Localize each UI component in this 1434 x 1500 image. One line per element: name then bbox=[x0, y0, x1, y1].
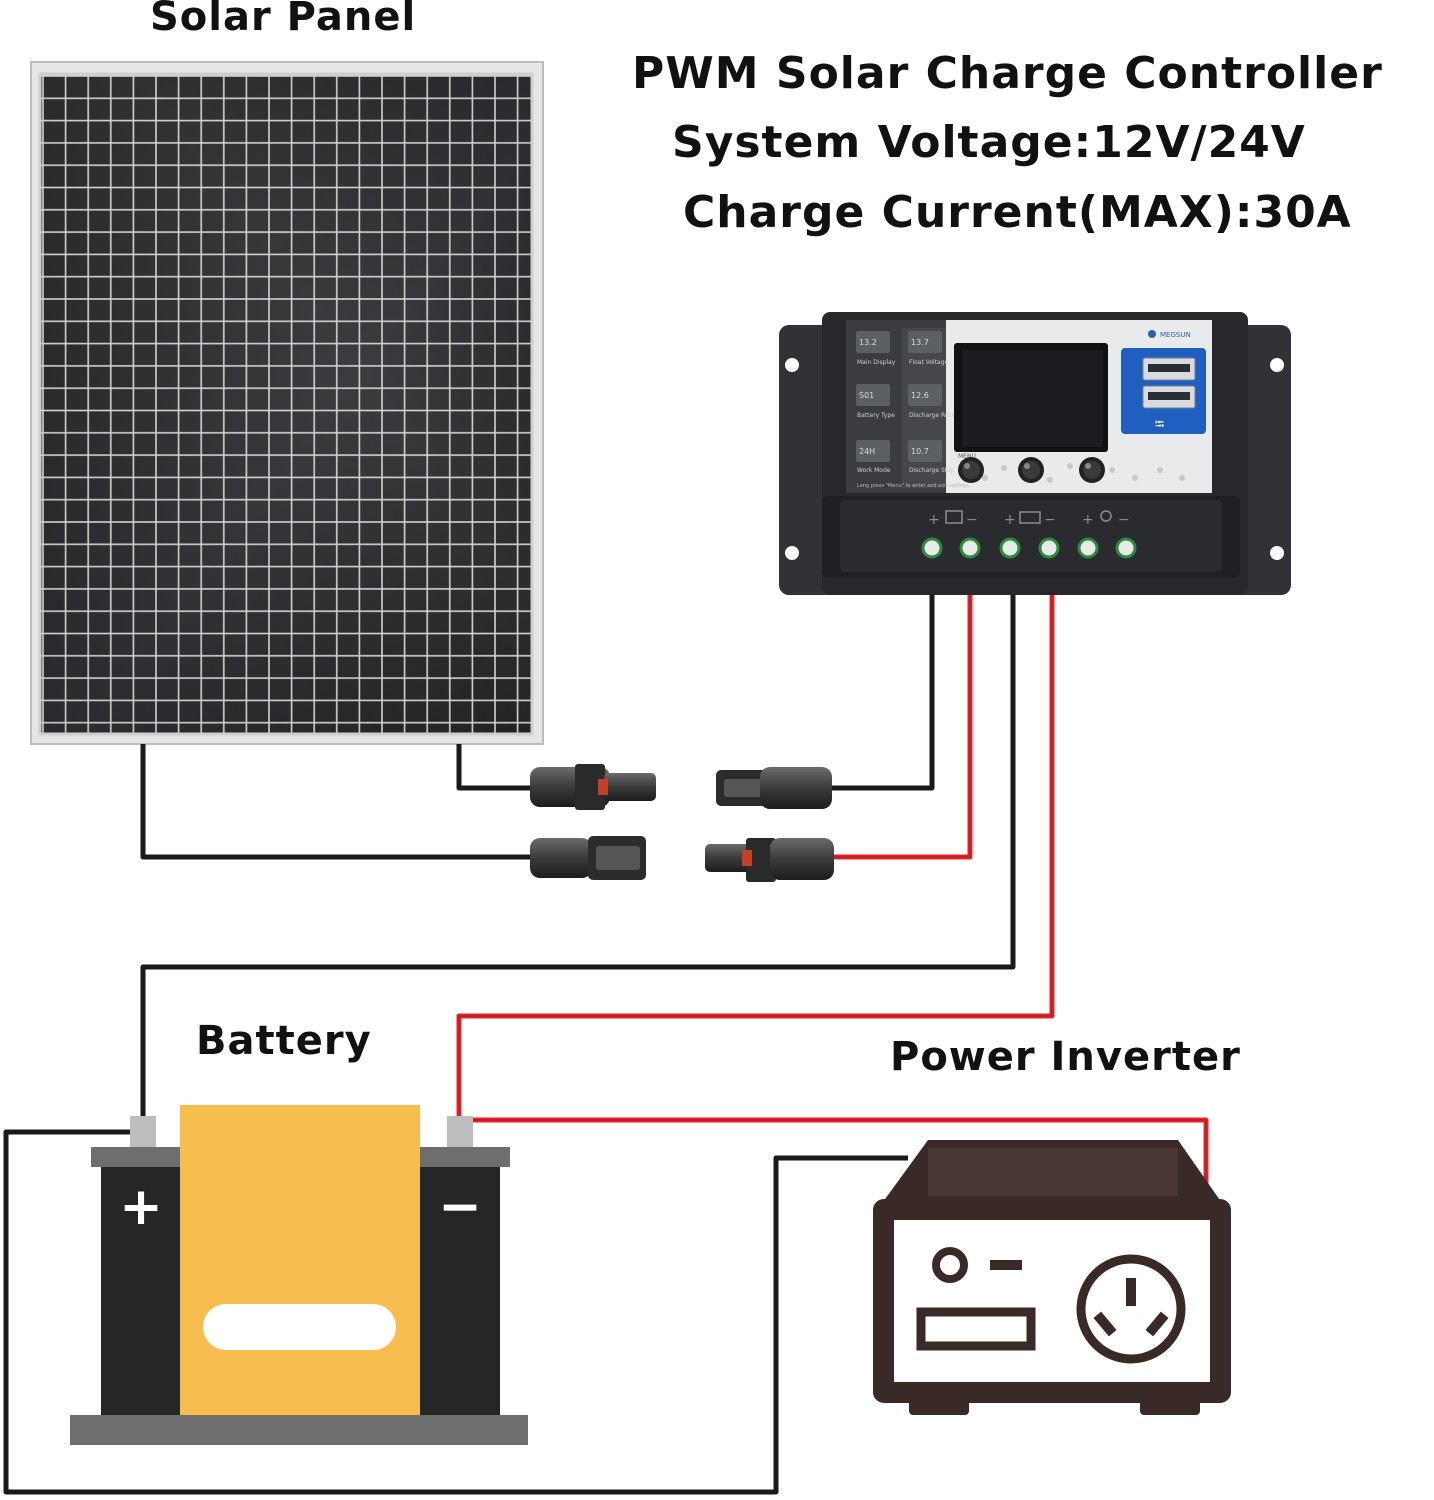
power-inverter-label: Power Inverter bbox=[890, 1034, 1241, 1080]
mount-hole-top-left bbox=[785, 358, 799, 372]
mode-name: Main Display bbox=[857, 359, 896, 366]
ac-outlet-icon bbox=[1076, 1254, 1186, 1364]
terminal-symbols bbox=[945, 510, 1112, 524]
svg-text:−: − bbox=[1118, 512, 1130, 528]
battery-symbol-icon bbox=[1019, 511, 1041, 524]
svg-text:+: + bbox=[1082, 512, 1094, 528]
inverter-handle-right bbox=[1176, 1140, 1224, 1206]
mc4-connector-controller-bottom bbox=[705, 838, 834, 882]
mount-hole-bottom-left bbox=[785, 546, 799, 560]
controller-title: PWM Solar Charge Controller bbox=[632, 48, 1383, 99]
mode-value: 12.6 bbox=[911, 391, 929, 400]
terminal-solar-positive bbox=[921, 537, 943, 559]
controller-solar-positive-wire bbox=[830, 548, 935, 791]
svg-text:−: − bbox=[1044, 512, 1056, 528]
charge-current-label: Charge Current(MAX):30A bbox=[683, 187, 1352, 238]
battery-label-panel bbox=[180, 1105, 420, 1415]
brand-logo-icon bbox=[1148, 330, 1156, 338]
charge-controller: 13.2 13.7 S01 12.6 24H 10.7 Main Display… bbox=[779, 312, 1291, 595]
lamp-symbol-icon bbox=[1100, 510, 1112, 522]
inverter-handle-left bbox=[880, 1140, 930, 1206]
mode-value: 13.2 bbox=[859, 338, 877, 347]
inverter-red-wire bbox=[470, 1117, 1209, 1185]
menu-hint: Long press "Menu" to enter and exit sett… bbox=[857, 483, 969, 489]
mount-hole-bottom-right bbox=[1270, 546, 1284, 560]
power-inverter bbox=[873, 1140, 1231, 1415]
usb-symbol-icon: ⭾ bbox=[1155, 417, 1164, 431]
inverter-foot-right bbox=[1140, 1395, 1200, 1415]
mode-name: Work Mode bbox=[857, 467, 891, 474]
controller-solar-negative-wire bbox=[830, 548, 973, 860]
battery-window bbox=[203, 1304, 396, 1350]
mode-value: 13.7 bbox=[911, 338, 929, 347]
battery-positive-wire bbox=[140, 548, 1016, 1120]
battery-terminal-positive bbox=[130, 1116, 156, 1148]
svg-text:+: + bbox=[928, 512, 940, 528]
battery-label: Battery bbox=[196, 1018, 372, 1064]
terminal-load-positive bbox=[1077, 537, 1099, 559]
mount-hole-top-right bbox=[1270, 358, 1284, 372]
svg-text:+: + bbox=[1004, 512, 1016, 528]
mode-name: Battery Type bbox=[857, 412, 895, 419]
terminal-solar-negative bbox=[959, 537, 981, 559]
mode-name: Float Voltage bbox=[909, 359, 949, 366]
menu-button[interactable] bbox=[958, 457, 984, 483]
wires bbox=[3, 548, 1209, 1495]
menu-label: MENU bbox=[958, 453, 976, 460]
terminal-load-negative bbox=[1115, 537, 1137, 559]
inverter-foot-left bbox=[909, 1395, 969, 1415]
mode-tiles bbox=[856, 331, 942, 462]
mode-value: S01 bbox=[859, 391, 874, 400]
inverter-black-wire bbox=[3, 1129, 908, 1495]
down-button[interactable] bbox=[1079, 457, 1105, 483]
terminal-screws bbox=[921, 537, 1137, 559]
solar-symbol-icon bbox=[945, 510, 963, 524]
decorative-dot-area bbox=[961, 463, 1185, 483]
positive-sign: + bbox=[119, 1177, 163, 1237]
up-button[interactable] bbox=[1018, 457, 1044, 483]
mc4-connector-panel-top bbox=[530, 764, 656, 810]
solar-panel-label: Solar Panel bbox=[150, 0, 417, 40]
battery-terminal-negative bbox=[447, 1116, 473, 1148]
mode-value: 10.7 bbox=[911, 447, 929, 456]
negative-sign: − bbox=[438, 1177, 482, 1237]
mode-value: 24H bbox=[859, 447, 875, 456]
battery: + − bbox=[70, 1105, 528, 1445]
power-indicator-icon bbox=[932, 1247, 968, 1283]
mc4-connector-panel-bottom bbox=[530, 836, 646, 880]
mc4-connector-controller-top bbox=[716, 767, 832, 809]
terminal-battery-negative bbox=[1038, 537, 1060, 559]
inverter-display bbox=[916, 1307, 1036, 1351]
svg-text:−: − bbox=[966, 512, 978, 528]
battery-negative-wire bbox=[456, 548, 1055, 1120]
mode-name: Discharge Reconnect bbox=[909, 412, 973, 419]
brand-name: MEGSUN bbox=[1160, 331, 1191, 339]
system-voltage-label: System Voltage:12V/24V bbox=[672, 117, 1306, 168]
terminal-battery-positive bbox=[999, 537, 1021, 559]
solar-panel bbox=[30, 61, 544, 745]
panel-lead-negative bbox=[140, 744, 535, 860]
mode-name: Discharge Stop bbox=[909, 467, 955, 474]
panel-lead-positive bbox=[456, 744, 535, 791]
